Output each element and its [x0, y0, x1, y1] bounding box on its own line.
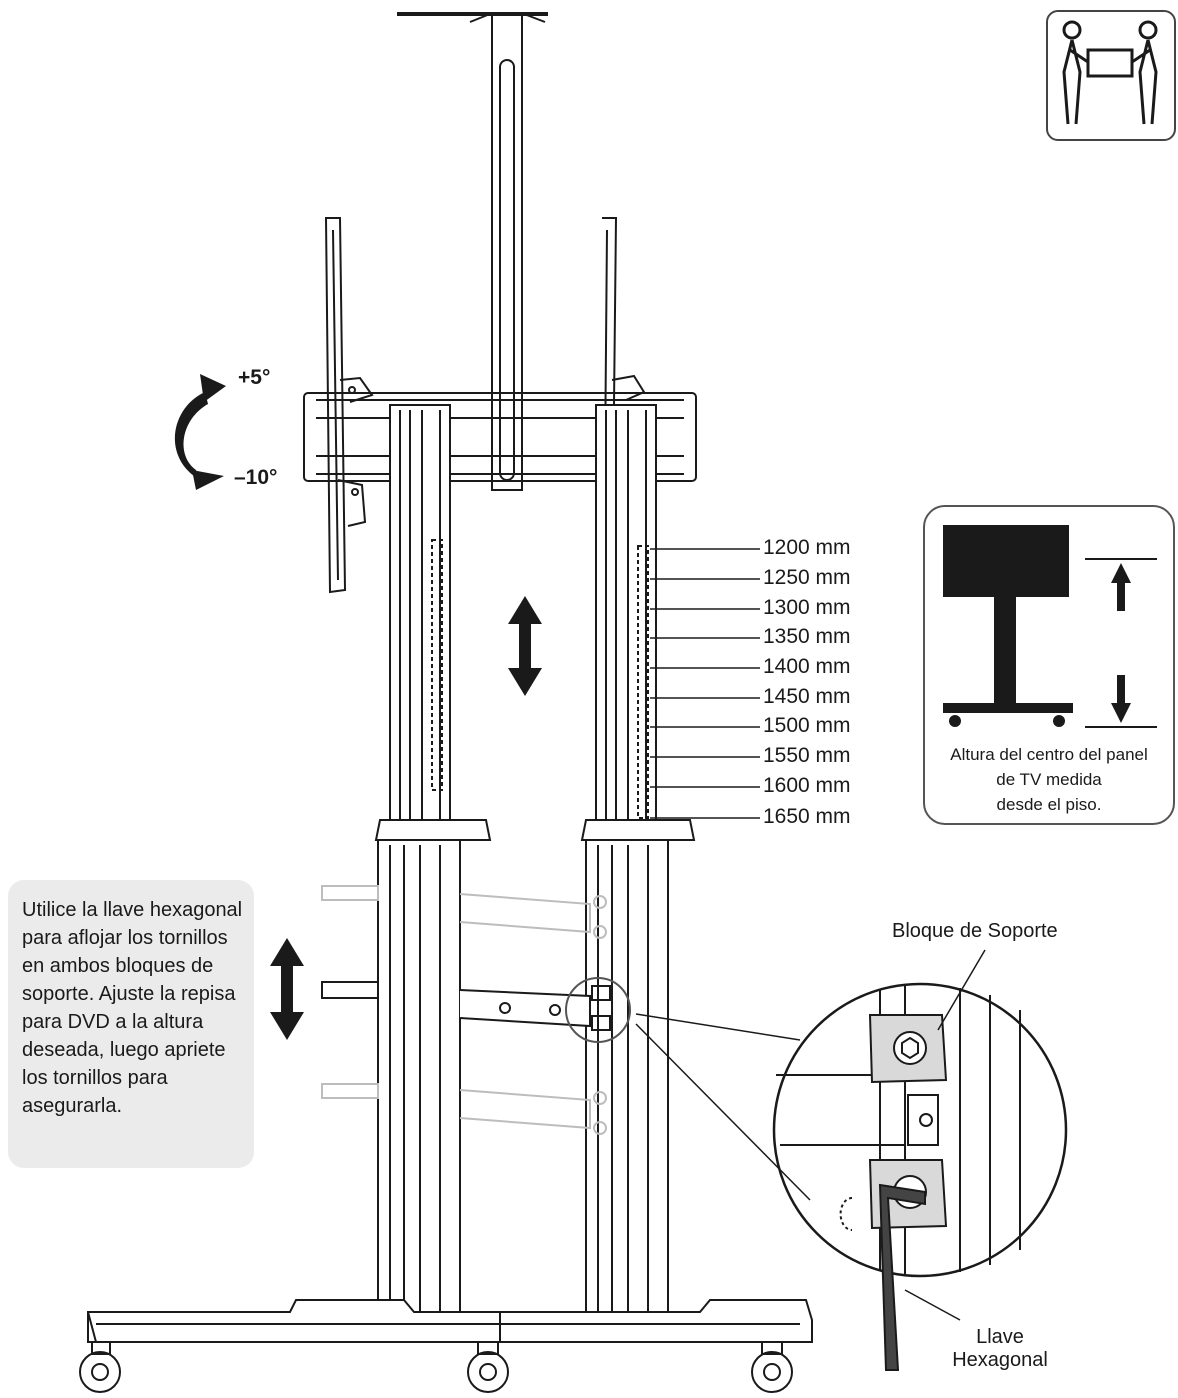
left-vesa-rail: [324, 217, 374, 594]
dvd-shelf: [321, 977, 631, 1043]
caster-right: [751, 1342, 793, 1393]
tv-height-icon: [943, 525, 1157, 728]
height-info-caption-line3: desde el piso.: [996, 795, 1102, 814]
right-upper-column: [595, 404, 657, 824]
height-info-caption: Altura del centro del panel de TV medida…: [923, 742, 1175, 817]
caster-middle: [467, 1342, 509, 1393]
tilt-down-label: –10°: [234, 466, 278, 489]
height-label-1400: 1400 mm: [763, 655, 851, 678]
shelf-adjust-arrow-icon: [270, 938, 304, 1040]
hex-key-label: Llave Hexagonal: [950, 1326, 1050, 1372]
height-label-1600: 1600 mm: [763, 774, 851, 797]
height-label-1650: 1650 mm: [763, 805, 851, 828]
height-info-caption-line2: de TV medida: [996, 770, 1102, 789]
instruction-note-box: [8, 880, 254, 1168]
left-collar: [374, 819, 492, 841]
support-block-detail: [772, 982, 1068, 1278]
right-lower-column: [585, 839, 669, 1323]
height-label-1200: 1200 mm: [763, 536, 851, 559]
height-adjust-arrow-icon: [508, 596, 542, 696]
hex-key-label-line2: Hexagonal: [952, 1349, 1048, 1371]
height-label-1450: 1450 mm: [763, 685, 851, 708]
hex-key: [878, 1183, 926, 1371]
height-info-box: [923, 505, 1175, 825]
left-upper-column: [389, 404, 451, 824]
tilt-up-label: +5°: [238, 366, 271, 389]
height-label-1300: 1300 mm: [763, 596, 851, 619]
height-label-1550: 1550 mm: [763, 744, 851, 767]
caster-left: [79, 1342, 121, 1393]
left-lower-column: [377, 839, 461, 1323]
zoom-line-top: [635, 1013, 801, 1041]
height-label-1500: 1500 mm: [763, 714, 851, 737]
hex-key-leader: [904, 1289, 961, 1321]
base: [87, 1299, 813, 1343]
height-label-1250: 1250 mm: [763, 566, 851, 589]
support-block-leader: [937, 949, 986, 1031]
ghost-shelf-upper: [321, 885, 607, 939]
right-collar: [580, 819, 696, 841]
two-person-lift-icon-box: [1046, 10, 1176, 141]
height-label-1350: 1350 mm: [763, 625, 851, 648]
ghost-shelf-lower: [321, 1083, 607, 1135]
support-block-label: Bloque de Soporte: [892, 920, 1058, 942]
height-info-caption-line1: Altura del centro del panel: [950, 745, 1148, 764]
instruction-note-text: Utilice la llave hexagonal para aflojar …: [22, 899, 243, 1117]
hex-key-label-line1: Llave: [976, 1326, 1024, 1348]
rotation-hint-icon: [839, 1197, 853, 1231]
two-person-lift-icon: [1062, 20, 1158, 125]
tilt-arrow-icon: [174, 374, 226, 490]
height-scale-leaders: [650, 548, 760, 819]
